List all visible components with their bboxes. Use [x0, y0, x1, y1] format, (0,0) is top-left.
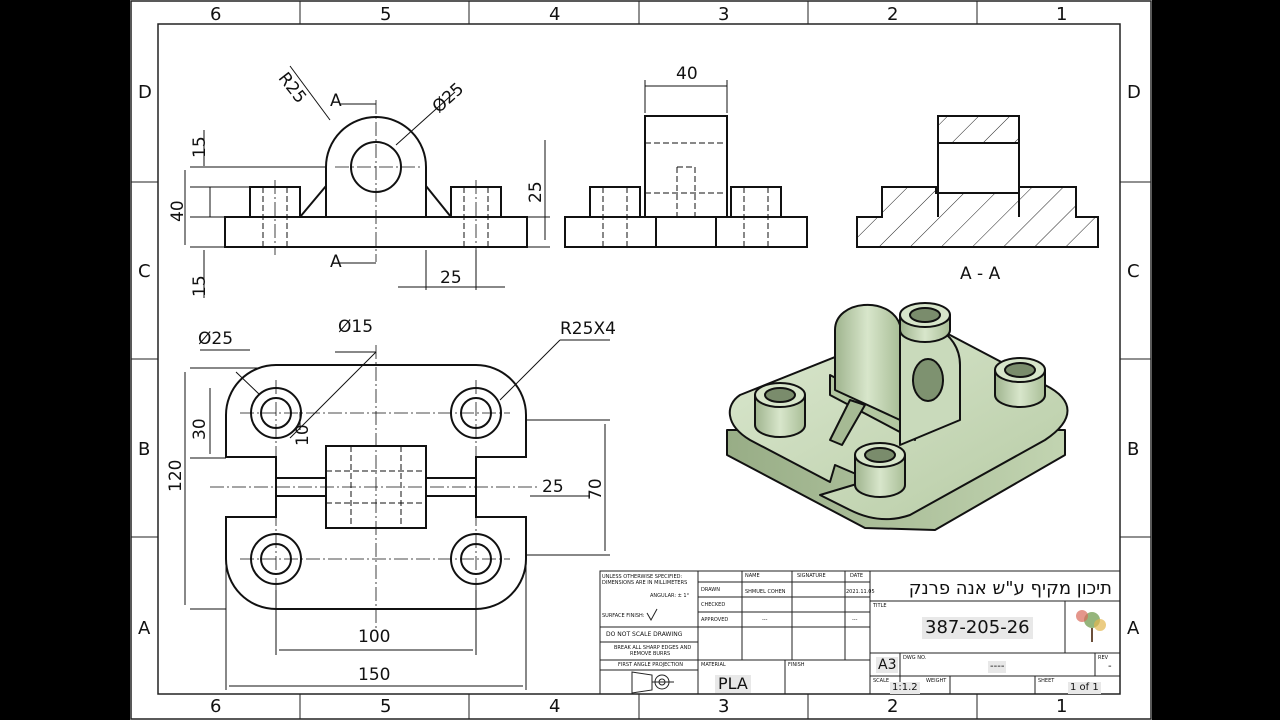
zone-col-1: 1 [1056, 4, 1068, 25]
sheet-size: A3 [876, 657, 899, 673]
scale-value: 1:1.2 [890, 682, 920, 694]
drawing-canvas [130, 0, 1152, 720]
note-unless: UNLESS OTHERWISE SPECIFIED: [602, 574, 683, 580]
dim-r25x4: R25X4 [560, 319, 616, 339]
zone-row-b-right: B [1127, 439, 1140, 460]
section-view [856, 115, 1099, 248]
note-angular: ANGULAR: ± 1° [650, 593, 690, 599]
rev-value: - [1108, 661, 1112, 672]
zone-row-c-right: C [1127, 261, 1140, 282]
drawn-date: 2021.11.05 [846, 589, 875, 595]
top-view [184, 339, 610, 690]
sheet-value: 1 of 1 [1068, 682, 1101, 694]
label-weight: WEIGHT [926, 678, 947, 684]
label-dwg-no: DWG NO. [903, 655, 927, 661]
section-label: A - A [960, 264, 1001, 284]
note-projection: FIRST ANGLE PROJECTION [618, 662, 683, 668]
header-name: NAME [745, 573, 760, 579]
dim-15-top: 15 [190, 136, 210, 158]
dim-25-bottom: 25 [440, 268, 462, 288]
zone-col-3: 3 [718, 4, 730, 25]
front-view [184, 65, 550, 298]
zone-row-d-right: D [1127, 82, 1141, 103]
label-title: TITLE [873, 603, 887, 609]
zone-col-5-bottom: 5 [380, 696, 392, 717]
side-view [564, 80, 808, 248]
zone-row-b: B [138, 439, 151, 460]
zone-row-a-right: A [1127, 618, 1140, 639]
dim-70: 70 [586, 478, 606, 500]
drawing-sheet: 6 5 4 3 2 1 6 5 4 3 2 1 D C B A D C B A … [130, 0, 1152, 720]
label-scale: SCALE [873, 678, 890, 684]
zone-row-a: A [138, 618, 151, 639]
header-date: DATE [850, 573, 864, 579]
title-hebrew: תיכון מקיף ע"ש אנה פרנק [908, 578, 1112, 599]
label-material: MATERIAL [701, 662, 726, 668]
note-break-edges-1: BREAK ALL SHARP EDGES AND [614, 645, 692, 651]
dim-25-right: 25 [526, 181, 546, 203]
zone-col-3-bottom: 3 [718, 696, 730, 717]
label-sheet: SHEET [1038, 678, 1055, 684]
dim-10: 10 [293, 424, 313, 446]
title-block-lines [599, 570, 1121, 695]
zone-col-1-bottom: 1 [1056, 696, 1068, 717]
dim-150: 150 [358, 665, 391, 685]
zone-row-c: C [138, 261, 151, 282]
dim-25-top: 25 [542, 477, 564, 497]
dim-top-dia15: Ø15 [338, 317, 374, 337]
dim-120: 120 [166, 459, 186, 492]
label-approved: APPROVED [701, 617, 729, 623]
drawn-name: SHMUEL COHEN [745, 589, 786, 595]
approved-name: --- [762, 617, 768, 623]
note-surface-finish: SURFACE FINISH: [602, 613, 645, 619]
isometric-model [726, 302, 1069, 531]
dim-100: 100 [358, 627, 391, 647]
dim-top-dia25: Ø25 [198, 329, 234, 349]
dwg-number: ---- [988, 661, 1007, 673]
zone-col-6: 6 [210, 4, 222, 25]
section-mark-top: A [330, 91, 342, 111]
dim-30: 30 [190, 418, 210, 440]
note-dimensions: DIMENSIONS ARE IN MILLIMETERS [602, 580, 688, 586]
label-drawn: DRAWN [701, 587, 720, 593]
label-rev: REV [1098, 655, 1109, 661]
zone-col-2-bottom: 2 [887, 696, 899, 717]
zone-col-5: 5 [380, 4, 392, 25]
zone-col-4-bottom: 4 [549, 696, 561, 717]
label-checked: CHECKED [701, 602, 726, 608]
dim-40: 40 [168, 200, 188, 222]
note-break-edges-2: REMOVE BURRS [630, 651, 671, 657]
zone-col-4: 4 [549, 4, 561, 25]
label-finish: FINISH [788, 662, 805, 668]
zone-col-6-bottom: 6 [210, 696, 222, 717]
approved-date: --- [852, 617, 858, 623]
school-logo [1076, 610, 1106, 642]
zone-col-2: 2 [887, 4, 899, 25]
material-value: PLA [715, 675, 751, 693]
dim-15-bottom: 15 [190, 275, 210, 297]
note-no-scale: DO NOT SCALE DRAWING [606, 631, 683, 638]
header-signature: SIGNATURE [797, 573, 826, 579]
section-mark-bottom: A [330, 252, 342, 272]
dim-40-side: 40 [676, 64, 698, 84]
part-number: 387-205-26 [922, 617, 1033, 639]
zone-row-d: D [138, 82, 152, 103]
